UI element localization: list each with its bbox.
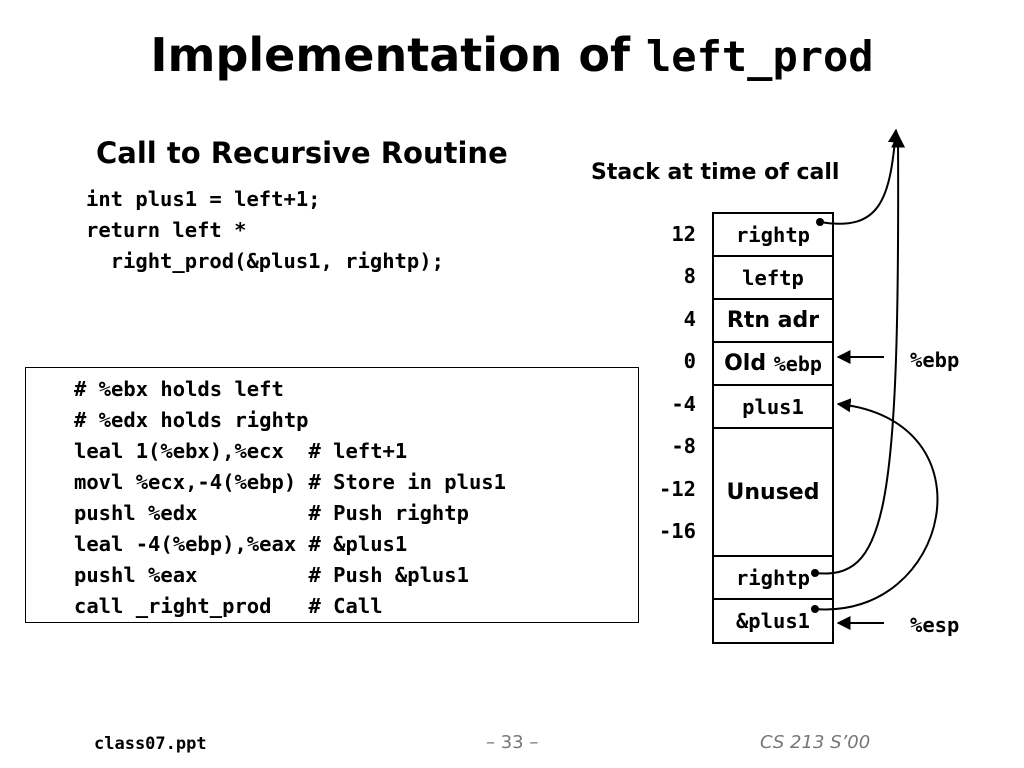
- offset-label: -12: [658, 477, 696, 501]
- footer-page-number: – 33 –: [486, 732, 539, 753]
- offset-label: -8: [671, 434, 696, 458]
- stack-diagram: rightp leftp Rtn adr Old %ebp plus1 Unus…: [712, 212, 834, 644]
- slide-title: Implementation of left_prod: [0, 28, 1024, 82]
- stack-cell-rtn-adr: Rtn adr: [714, 300, 832, 343]
- stack-cell-rightp-top: rightp: [714, 214, 832, 257]
- stack-cell-plus1-addr: &plus1: [735, 609, 811, 633]
- offset-label: 8: [683, 264, 696, 288]
- old-reg: %ebp: [773, 351, 822, 376]
- offset-label: 4: [683, 307, 696, 331]
- c-code-block: int plus1 = left+1; return left * right_…: [86, 187, 444, 273]
- stack-cell-unused: Unused: [714, 429, 832, 557]
- section-subtitle: Call to Recursive Routine: [96, 136, 508, 170]
- footer-filename: class07.ppt: [94, 734, 207, 754]
- stack-cell-leftp: leftp: [714, 257, 832, 300]
- footer-course: CS 213 S’00: [760, 732, 871, 753]
- esp-register-label: %esp: [910, 613, 960, 637]
- stack-title: Stack at time of call: [591, 160, 840, 185]
- stack-cell-rightp-bottom: rightp: [714, 557, 832, 600]
- stack-cell-old-ebp: Old %ebp: [714, 343, 832, 386]
- rightp-bottom-arrow: [814, 133, 906, 575]
- offset-label: 12: [671, 222, 696, 246]
- assembly-box: # %ebx holds left # %edx holds rightp le…: [25, 367, 639, 623]
- rightp-top-arrow: [819, 128, 902, 225]
- offset-label: -16: [658, 519, 696, 543]
- title-text: Implementation of: [150, 28, 647, 82]
- assembly-code: # %ebx holds left # %edx holds rightp le…: [74, 377, 506, 618]
- title-code: left_prod: [646, 32, 874, 81]
- offset-label: -4: [671, 392, 696, 416]
- ebp-register-label: %ebp: [910, 348, 960, 372]
- plus1-addr-arrow: [814, 398, 939, 611]
- stack-cell-plus1: plus1: [714, 386, 832, 429]
- offset-label: 0: [683, 349, 696, 373]
- old-label: Old: [724, 351, 774, 376]
